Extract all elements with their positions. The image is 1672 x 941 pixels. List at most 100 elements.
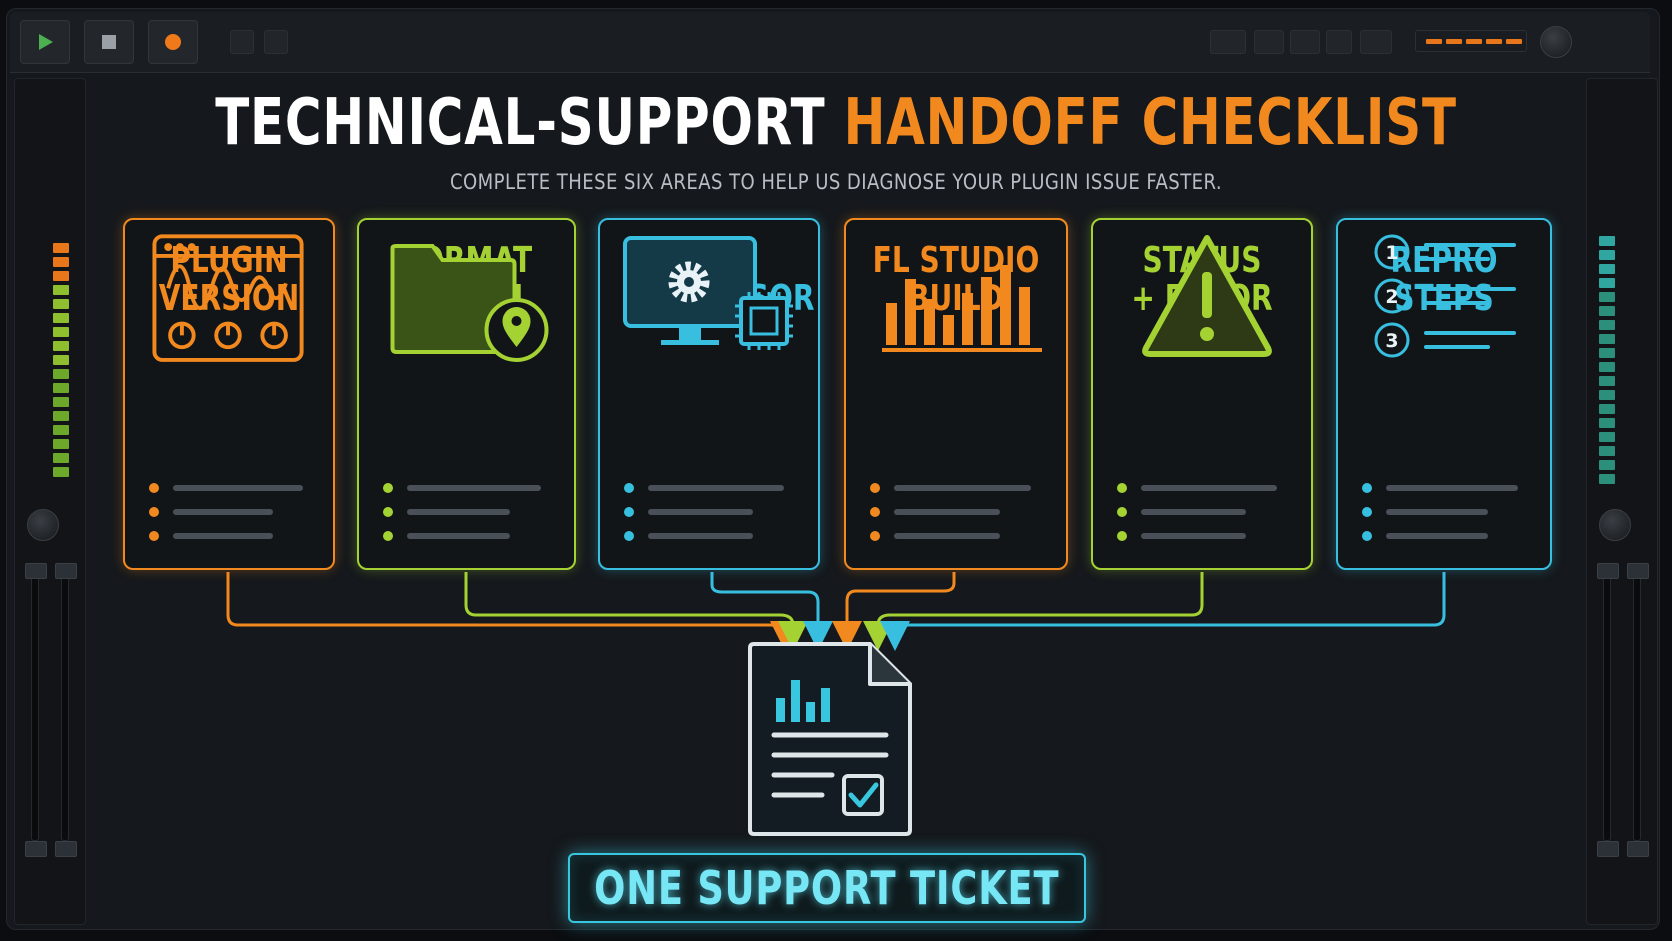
title-orange-part: HANDOFF CHECKLIST <box>843 86 1457 160</box>
bullet-dot <box>383 507 393 517</box>
bullet-dot <box>870 531 880 541</box>
placeholder-line <box>407 509 511 515</box>
bullet-row <box>383 482 542 494</box>
right-mute-button[interactable] <box>1597 841 1619 857</box>
card-bullet-list <box>383 482 542 554</box>
bullet-dot <box>383 531 393 541</box>
bullet-dot <box>1117 483 1127 493</box>
play-button[interactable] <box>20 20 70 64</box>
bullet-dot <box>870 507 880 517</box>
page-subtitle: COMPLETE THESE SIX AREAS TO HELP US DIAG… <box>449 170 1223 194</box>
bullet-row <box>383 530 534 542</box>
stop-button[interactable] <box>84 20 134 64</box>
left-fader-handle[interactable] <box>55 563 77 579</box>
placeholder-line <box>1386 533 1488 539</box>
placeholder-line <box>648 509 753 515</box>
bullet-row <box>870 482 1032 494</box>
record-icon <box>165 34 181 50</box>
snap-button[interactable] <box>1210 30 1246 54</box>
bullet-dot <box>1117 531 1127 541</box>
card-bullet-list <box>624 482 785 554</box>
card-bullet-list <box>1362 482 1519 554</box>
toolbar-button[interactable] <box>1360 30 1392 54</box>
placeholder-line <box>1141 533 1246 539</box>
placeholder-line <box>407 485 542 491</box>
folder-location-icon <box>390 244 549 362</box>
toolbar-button[interactable] <box>1290 30 1320 54</box>
step-number-label: 3 <box>1385 330 1398 352</box>
right-pan-knob[interactable] <box>1599 509 1631 541</box>
bullet-dot <box>870 483 880 493</box>
placeholder-line <box>648 533 753 539</box>
bullet-dot <box>1362 483 1372 493</box>
bullet-row <box>1117 482 1278 494</box>
placeholder-line <box>894 533 1000 539</box>
support-ticket-banner: ONE SUPPORT TICKET <box>568 853 1086 923</box>
pattern-mode-button[interactable] <box>230 30 254 54</box>
master-volume-knob[interactable] <box>1540 26 1572 58</box>
right-mixer-strip <box>1586 78 1658 925</box>
bullet-dot <box>624 507 634 517</box>
placeholder-line <box>894 509 1000 515</box>
card-os-processor: OS + PROCESSOR <box>598 218 820 570</box>
warning-icon <box>1142 235 1272 357</box>
placeholder-line <box>173 485 303 491</box>
right-fader-handle[interactable] <box>1597 563 1619 579</box>
bullet-dot <box>1362 531 1372 541</box>
cpu-meter <box>1415 30 1527 52</box>
placeholder-line <box>407 533 511 539</box>
bullet-row <box>149 506 295 518</box>
toolbar-button[interactable] <box>1326 30 1352 54</box>
play-icon <box>39 34 53 50</box>
song-mode-button[interactable] <box>264 30 288 54</box>
bullet-dot <box>149 531 159 541</box>
bullet-row <box>870 506 1024 518</box>
bullet-row <box>1362 482 1519 494</box>
placeholder-line <box>1386 485 1519 491</box>
bullet-dot <box>1362 507 1372 517</box>
bullet-row <box>624 506 777 518</box>
monitor-cpu-icon <box>623 236 793 350</box>
placeholder-line <box>1141 509 1246 515</box>
placeholder-line <box>1141 485 1278 491</box>
bullet-row <box>383 506 534 518</box>
bullet-dot <box>149 483 159 493</box>
left-fader-handle[interactable] <box>25 563 47 579</box>
left-solo-button[interactable] <box>55 841 77 857</box>
step-number-label: 2 <box>1385 286 1398 308</box>
step-number-label: 1 <box>1385 242 1398 264</box>
bullet-row <box>1362 530 1510 542</box>
report-document-icon <box>748 642 912 836</box>
card-bullet-list <box>149 482 303 554</box>
wire-format-path <box>464 572 808 651</box>
toolbar-button[interactable] <box>1254 30 1284 54</box>
bullet-dot <box>624 483 634 493</box>
bullet-row <box>1362 506 1510 518</box>
bullet-row <box>624 530 777 542</box>
bar-graph-icon <box>882 265 1042 352</box>
left-mute-button[interactable] <box>25 841 47 857</box>
record-button[interactable] <box>148 20 198 64</box>
card-repro-steps: REPRO STEPS 1 2 3 <box>1336 218 1552 570</box>
card-format-path: FORMAT + PATH <box>357 218 576 570</box>
bullet-row <box>1117 530 1270 542</box>
stop-icon <box>102 35 116 49</box>
left-pan-knob[interactable] <box>27 509 59 541</box>
card-bullet-list <box>870 482 1032 554</box>
card-bullet-list <box>1117 482 1278 554</box>
bullet-row <box>870 530 1024 542</box>
right-fader-handle[interactable] <box>1627 563 1649 579</box>
wire-fl-studio-build <box>832 572 956 651</box>
placeholder-line <box>173 509 273 515</box>
plugin-window-icon <box>152 234 304 362</box>
bullet-row <box>149 530 295 542</box>
card-status-error: STATUS + ERROR <box>1091 218 1313 570</box>
bullet-dot <box>1117 507 1127 517</box>
right-solo-button[interactable] <box>1627 841 1649 857</box>
bullet-dot <box>624 531 634 541</box>
wire-os-processor <box>710 572 833 651</box>
left-mixer-strip <box>14 78 86 925</box>
right-vu-meter <box>1599 236 1615 484</box>
wire-repro-steps <box>880 572 1446 651</box>
